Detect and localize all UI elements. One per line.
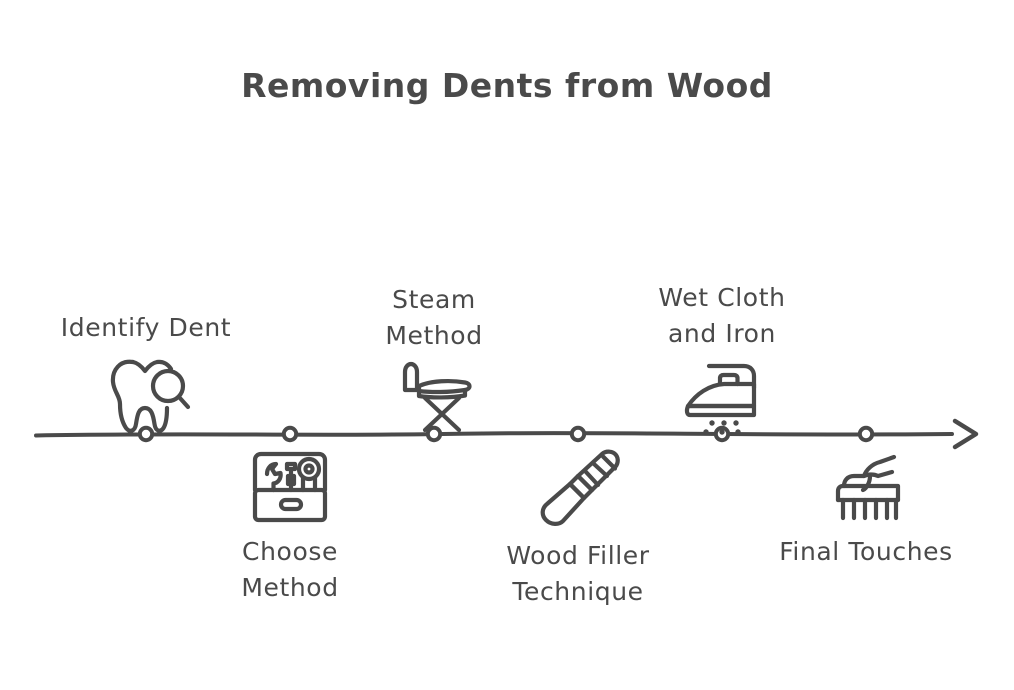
hand-brush-icon [835,454,901,521]
milestone-wood-filler-technique[interactable]: Wood Filler Technique [478,448,678,610]
milestone-steam-method[interactable]: Steam Method [334,282,534,436]
milestone-wet-cloth-and-iron[interactable]: Wet Cloth and Iron [622,280,822,436]
ironing-board-icon [402,361,472,433]
putty-knife-icon [540,449,620,526]
milestone-choose-method[interactable]: Choose Method [190,448,390,606]
timeline-node-2[interactable] [281,425,299,443]
milestone-label-choose-method: Choose Method [241,537,339,602]
milestone-label-steam-method: Steam Method [385,285,483,350]
milestone-final-touches[interactable]: Final Touches [766,448,966,570]
toolbox-icon [252,451,328,523]
milestone-label-identify-dent: Identify Dent [60,313,232,342]
milestone-label-final-touches: Final Touches [779,537,953,566]
milestone-label-wet-cloth-and-iron: Wet Cloth and Iron [658,283,786,348]
timeline-node-6[interactable] [857,425,875,443]
timeline-node-4[interactable] [569,425,587,443]
tooth-magnifier-icon [110,359,191,433]
page-title: Removing Dents from Wood [241,66,773,105]
milestone-label-wood-filler-technique: Wood Filler Technique [506,541,650,606]
steam-iron-icon [684,363,757,435]
milestone-identify-dent[interactable]: Identify Dent [46,274,246,436]
timeline-arrowhead-icon [952,418,979,450]
